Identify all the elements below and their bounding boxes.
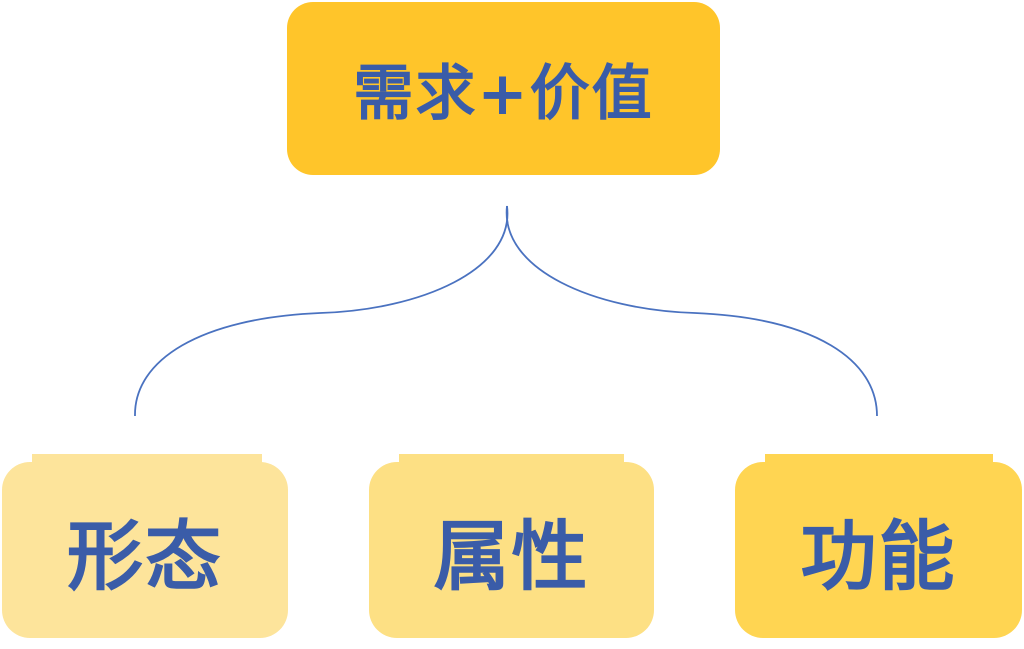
child-node-attribute: 属性 [369, 454, 654, 638]
child-node-tab [399, 454, 624, 466]
child-label-form: 形态 [67, 512, 223, 601]
child-label-attribute: 属性 [433, 512, 590, 601]
child-node-form: 形态 [2, 454, 288, 638]
child-node-tab [32, 454, 262, 466]
brace-right-arm [505, 205, 878, 417]
root-label: 需求+价值 [353, 59, 654, 129]
child-label-function: 功能 [800, 512, 957, 601]
child-node-tab [765, 454, 993, 466]
brace-left-arm [134, 205, 509, 417]
root-node: 需求+价值 [287, 2, 720, 175]
child-node-function: 功能 [735, 454, 1022, 638]
